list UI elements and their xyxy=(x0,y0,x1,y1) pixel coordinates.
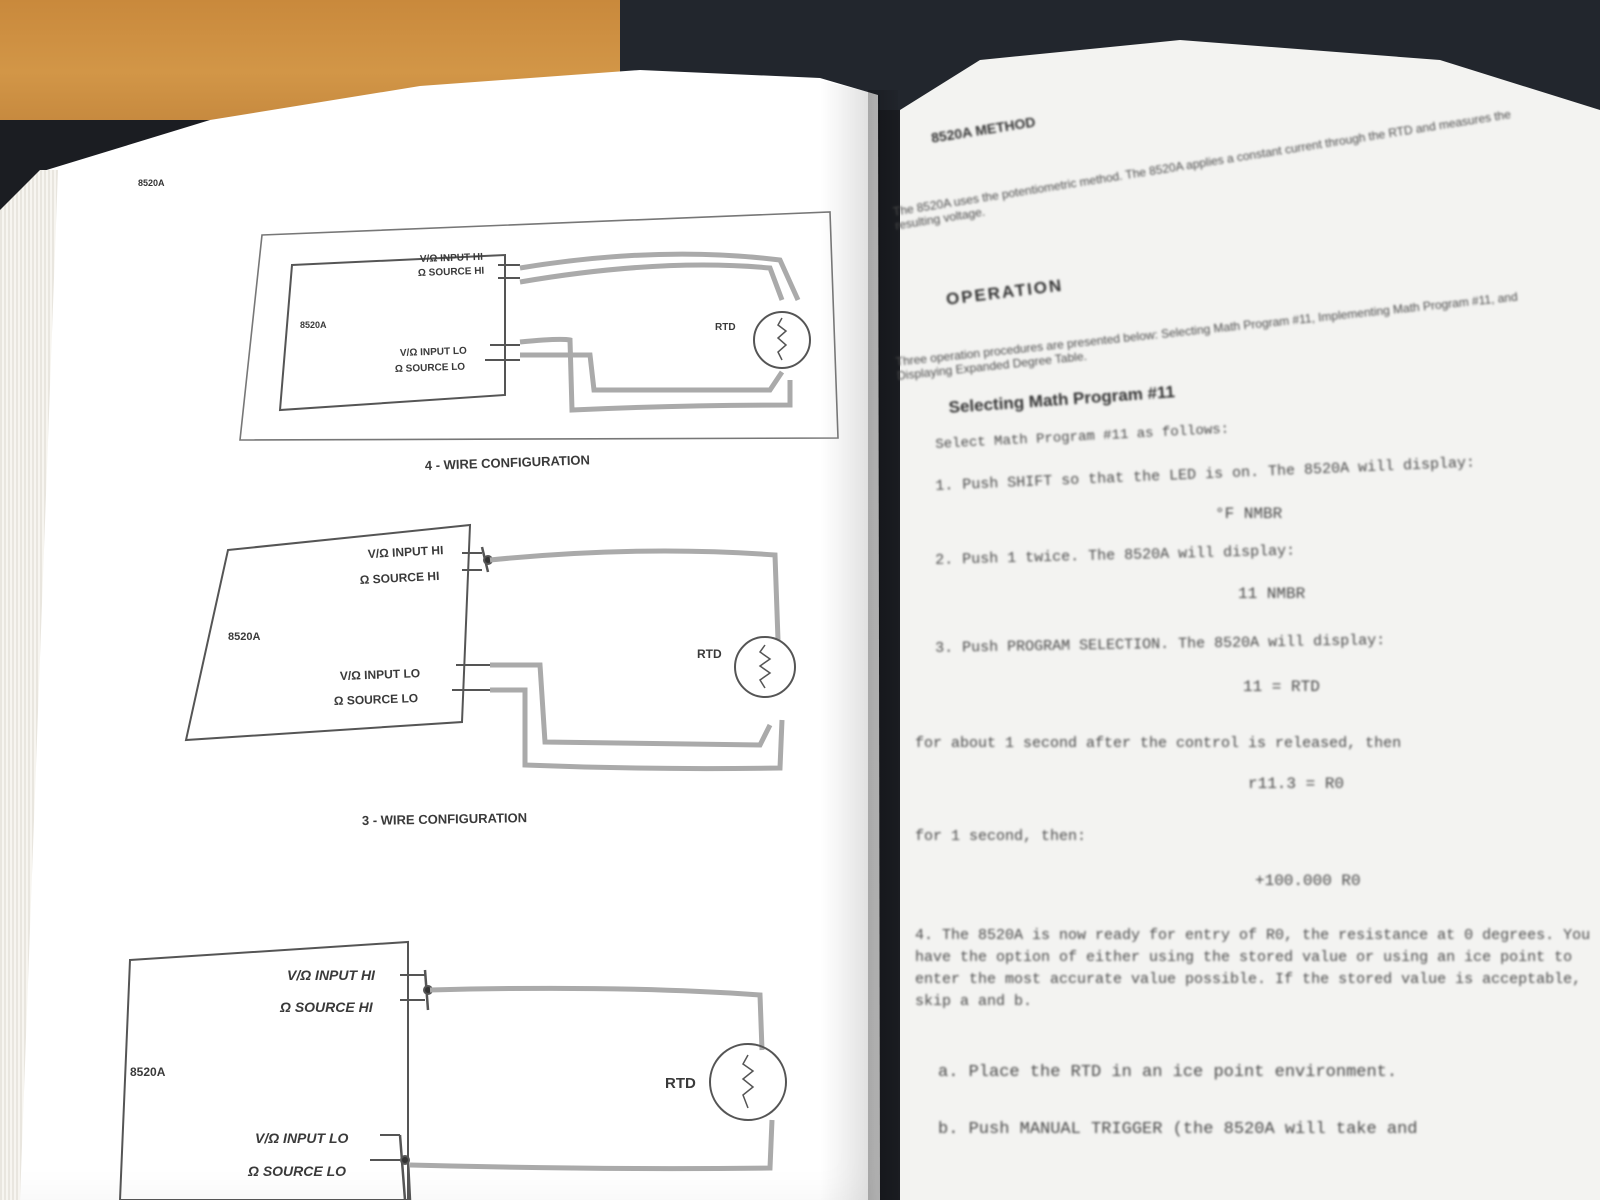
running-head: 8520A xyxy=(138,178,165,188)
instrument-label: 8520A xyxy=(300,320,327,330)
terminal-label: V/Ω INPUT HI xyxy=(287,967,376,983)
page-curl-shadow xyxy=(820,80,880,1200)
rtd-element xyxy=(734,636,796,698)
terminal-label: Ω SOURCE LO xyxy=(395,362,466,375)
instrument-label: 8520A xyxy=(228,631,260,643)
rtd-element xyxy=(753,311,811,369)
terminal-label: Ω SOURCE LO xyxy=(247,1163,346,1179)
sensor-label: RTD xyxy=(715,322,736,333)
book-gutter xyxy=(868,90,898,1200)
terminal-label: V/Ω INPUT LO xyxy=(400,346,467,359)
display-readout: °F NMBR xyxy=(1215,505,1283,523)
terminal-label: Ω SOURCE HI xyxy=(359,569,439,587)
instrument-box xyxy=(278,253,506,412)
instrument-label: 8520A xyxy=(130,1065,166,1079)
terminal-label: V/Ω INPUT HI xyxy=(420,252,484,265)
terminal-label: V/Ω INPUT LO xyxy=(255,1130,348,1146)
display-readout: +100.000 R0 xyxy=(1255,872,1361,890)
terminal-label: Ω SOURCE HI xyxy=(279,999,374,1015)
terminal-label: Ω SOURCE LO xyxy=(334,691,419,708)
sensor-label: RTD xyxy=(697,647,722,661)
paragraph: for 1 second, then: xyxy=(915,828,1087,845)
paragraph: for about 1 second after the control is … xyxy=(915,735,1402,752)
wiring-diagrams: V/Ω INPUT HI Ω SOURCE HI 8520A V/Ω INPUT… xyxy=(118,211,839,1200)
step-text: 4. The 8520A is now ready for entry of R… xyxy=(915,927,1591,1010)
instrument-box xyxy=(184,523,472,742)
figure-caption: 4 - WIRE CONFIGURATION xyxy=(425,452,591,473)
step-text: b. Push MANUAL TRIGGER (the 8520A will t… xyxy=(938,1120,1418,1139)
display-readout: 11 NMBR xyxy=(1238,585,1306,603)
right-page xyxy=(900,40,1600,1200)
step-text: a. Place the RTD in an ice point environ… xyxy=(938,1063,1398,1082)
display-readout: r11.3 = R0 xyxy=(1248,775,1345,793)
terminal-label: Ω SOURCE HI xyxy=(418,266,485,279)
figure-caption: 3 - WIRE CONFIGURATION xyxy=(362,810,527,828)
terminal-label: V/Ω INPUT LO xyxy=(340,666,421,683)
rtd-element xyxy=(709,1043,787,1121)
sensor-label: RTD xyxy=(665,1075,696,1092)
display-readout: 11 = RTD xyxy=(1243,678,1320,696)
instrument-box xyxy=(118,940,409,1200)
terminal-label: V/Ω INPUT HI xyxy=(367,543,443,561)
figure-frame xyxy=(239,211,839,441)
